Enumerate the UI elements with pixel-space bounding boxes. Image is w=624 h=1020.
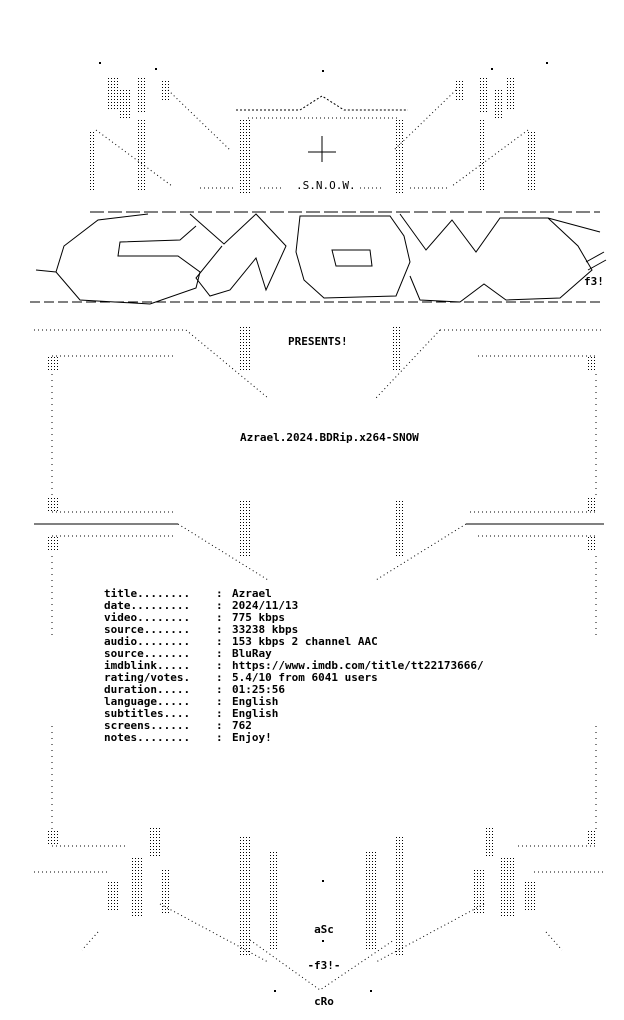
credit-line-1: aSc (314, 923, 334, 936)
info-value: English (232, 707, 279, 720)
bottom-art (34, 826, 604, 992)
info-row: subtitles....: English (104, 708, 484, 720)
info-separator: : (216, 599, 230, 612)
info-value: Azrael (232, 587, 272, 600)
info-value: BluRay (232, 647, 272, 660)
info-key: imdblink..... (104, 659, 191, 672)
info-value: 5.4/10 from 6041 users (232, 671, 378, 684)
info-row: video........: 775 kbps (104, 612, 484, 624)
info-key: language..... (104, 695, 191, 708)
info-key: title........ (104, 587, 191, 600)
info-box-frame (51, 556, 597, 830)
release-name: Azrael.2024.BDRip.x264-SNOW (240, 431, 419, 444)
info-key: audio........ (104, 635, 191, 648)
info-key: video........ (104, 611, 191, 624)
info-separator: : (216, 647, 230, 660)
info-value: 762 (232, 719, 252, 732)
info-row: imdblink.....: https://www.imdb.com/titl… (104, 660, 484, 672)
info-key: rating/votes. (104, 671, 191, 684)
snow-logo (30, 211, 607, 305)
info-separator: : (216, 635, 230, 648)
footer-credit: aSc -f3!- cRo (298, 900, 350, 1020)
presents-label: PRESENTS! (288, 335, 348, 348)
info-row: language.....: English (104, 696, 484, 708)
info-separator: : (216, 623, 230, 636)
info-row: rating/votes.: 5.4/10 from 6041 users (104, 672, 484, 684)
info-value: 2024/11/13 (232, 599, 299, 612)
info-value: English (232, 695, 279, 708)
info-key: subtitles.... (104, 707, 191, 720)
info-separator: : (216, 707, 230, 720)
info-separator: : (216, 611, 230, 624)
info-value: 33238 kbps (232, 623, 299, 636)
info-row: source.......: BluRay (104, 648, 484, 660)
info-row: screens......: 762 (104, 720, 484, 732)
info-row: notes........: Enjoy! (104, 732, 484, 744)
info-separator: : (216, 587, 230, 600)
info-row: source.......: 33238 kbps (104, 624, 484, 636)
info-row: audio........: 153 kbps 2 channel AAC (104, 636, 484, 648)
info-key: notes........ (104, 731, 191, 744)
info-separator: : (216, 719, 230, 732)
info-value: 01:25:56 (232, 683, 285, 696)
release-box-frame (34, 355, 604, 581)
credit-line-2: -f3!- (307, 959, 341, 972)
info-row: title........: Azrael (104, 588, 484, 600)
info-value: https://www.imdb.com/title/tt22173666/ (232, 659, 484, 672)
info-separator: : (216, 659, 230, 672)
info-value: 153 kbps 2 channel AAC (232, 635, 378, 648)
info-row: duration.....: 01:25:56 (104, 684, 484, 696)
logo-signature: f3! (584, 275, 604, 288)
presents-band (34, 326, 604, 399)
info-key: screens...... (104, 719, 191, 732)
info-key: date......... (104, 599, 191, 612)
info-row: date.........: 2024/11/13 (104, 600, 484, 612)
info-key: duration..... (104, 683, 191, 696)
group-tag: .S.N.O.W. (296, 179, 356, 192)
info-separator: : (216, 671, 230, 684)
info-separator: : (216, 683, 230, 696)
top-header-art (88, 62, 548, 194)
info-separator: : (216, 731, 230, 744)
credit-line-3: cRo (314, 995, 334, 1008)
info-separator: : (216, 695, 230, 708)
info-value: 775 kbps (232, 611, 285, 624)
info-key: source....... (104, 623, 191, 636)
info-value: Enjoy! (232, 731, 272, 744)
info-key: source....... (104, 647, 191, 660)
